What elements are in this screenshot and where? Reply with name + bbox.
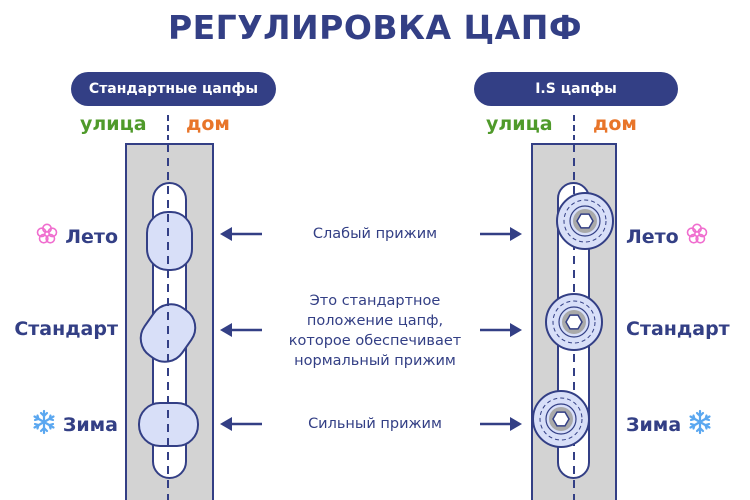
right-season-standard: Стандарт <box>626 318 730 340</box>
arrow-left-standard <box>220 323 262 337</box>
season-label: Лето <box>65 225 118 248</box>
left-season-summer: Лето <box>35 222 118 251</box>
season-label: Стандарт <box>626 318 730 340</box>
description-winter: Сильный прижим <box>308 416 442 432</box>
right-season-summer: Лето <box>626 222 709 251</box>
right-cam-standard <box>545 293 603 351</box>
left-season-winter: Зима <box>31 409 118 440</box>
left-season-standard: Стандарт <box>14 318 118 340</box>
right-home-label: дом <box>593 113 637 135</box>
right-cam-winter <box>532 390 590 448</box>
snowflake-icon <box>687 409 713 440</box>
left-street-label: улица <box>80 113 147 135</box>
arrow-right-standard <box>480 323 522 337</box>
season-label: Лето <box>626 225 679 248</box>
hex-socket-icon <box>565 314 583 330</box>
is-trunnions-header: I.S цапфы <box>474 72 678 106</box>
season-label: Стандарт <box>14 318 118 340</box>
right-frame-strip <box>531 143 617 500</box>
season-label: Зима <box>62 413 118 436</box>
left-cam-summer <box>146 211 193 271</box>
standard-trunnions-header: Стандартные цапфы <box>71 72 276 106</box>
description-summer: Слабый прижим <box>312 226 438 242</box>
arrow-left-winter <box>220 417 262 431</box>
arrow-left-summer <box>220 227 262 241</box>
arrow-right-summer <box>480 227 522 241</box>
right-season-winter: Зима <box>626 409 713 440</box>
page-title: РЕГУЛИРОВКА ЦАПФ <box>167 8 583 47</box>
right-cam-summer <box>556 192 614 250</box>
left-frame-strip <box>125 143 214 500</box>
left-home-label: дом <box>186 113 230 135</box>
hex-socket-icon <box>576 213 594 229</box>
snowflake-icon <box>31 409 57 440</box>
arrow-right-winter <box>480 417 522 431</box>
flower-icon <box>685 222 709 251</box>
hex-socket-icon <box>552 411 570 427</box>
right-street-label: улица <box>486 113 553 135</box>
flower-icon <box>35 222 59 251</box>
description-standard: Это стандартное положение цапф, которое … <box>288 293 462 369</box>
season-label: Зима <box>626 413 682 436</box>
